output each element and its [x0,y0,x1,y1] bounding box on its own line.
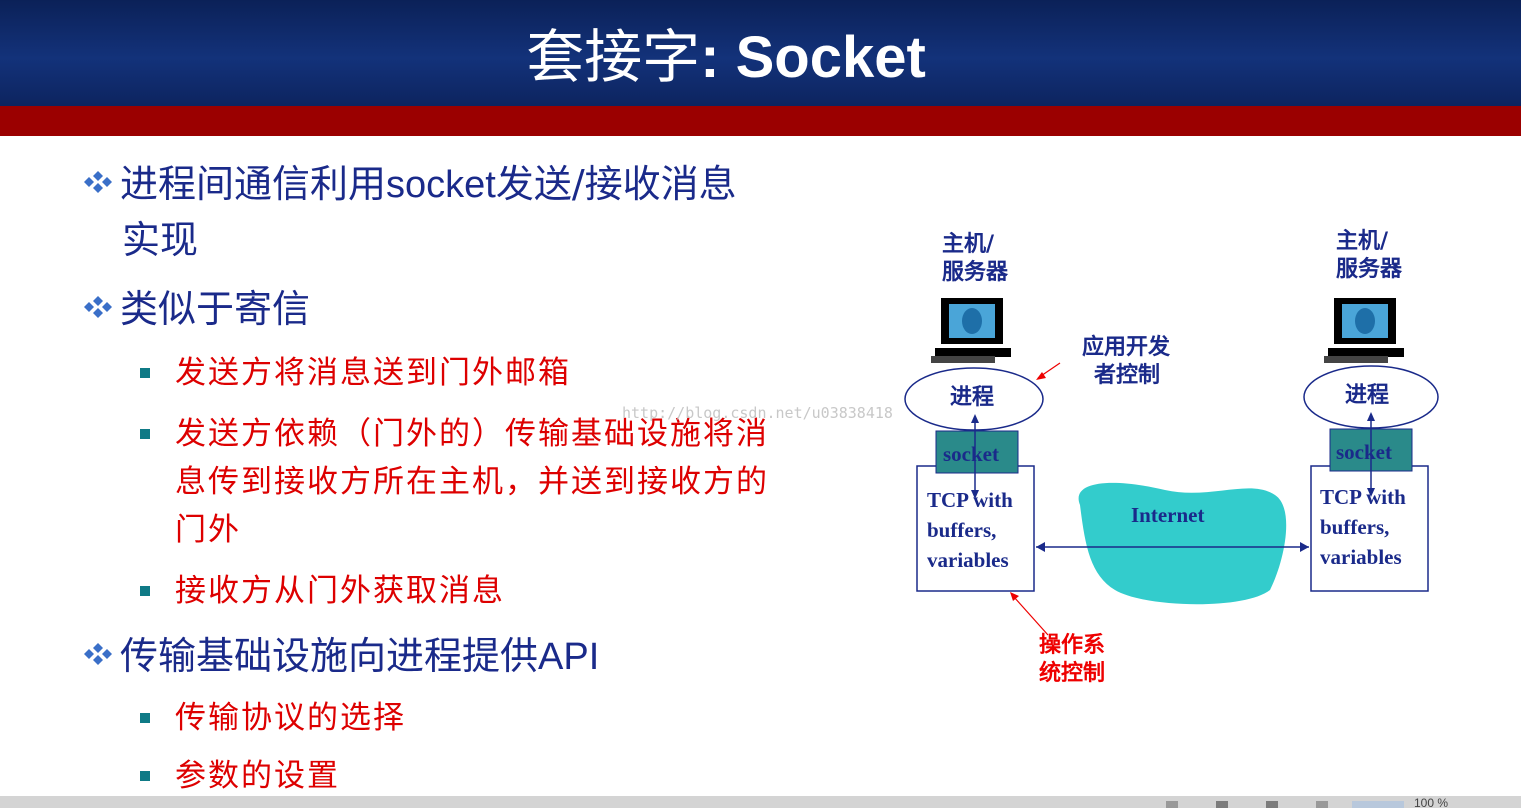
host-right-label-line-2: 服务器 [1336,257,1403,282]
bullet-1: 进程间通信利用socket发送/接收消息 [80,156,737,213]
socket-left-label: socket [943,442,999,466]
bullet-1-text-a: 进程间通信利用 [120,162,387,206]
bullet-1-text-c: 发送/接收消息 [495,162,737,206]
slideshow-icon[interactable] [1352,801,1404,808]
bullet-2-sub-2-line-2: 息传到接收方所在主机，并送到接收方的 [175,464,769,500]
title-bar: 套接字: Socket [0,0,1521,106]
reading-view-icon[interactable] [1316,801,1328,808]
notes-icon[interactable] [1166,801,1178,808]
socket-right-label: socket [1336,440,1392,464]
tcp-right-line-3: variables [1320,545,1402,569]
square-bullet-icon [140,713,150,723]
host-right-label-line-1: 主机/ [1336,229,1389,254]
tcp-right-line-2: buffers, [1320,515,1390,539]
bullet-3-sub-2: 参数的设置 [175,758,340,794]
normal-view-icon[interactable] [1216,801,1228,808]
tcp-left-line-3: variables [927,548,1009,572]
bullet-2-sub-2-line-3: 门外 [175,512,241,548]
bullet-2-sub-2-line-1: 发送方依赖（门外的）传输基础设施将消 [175,416,769,452]
internet-label: Internet [1131,503,1205,527]
computer-icon-left [931,298,1011,363]
diamond-bullet-icon [80,156,120,193]
diagram-graphics [904,298,1439,636]
os-note-line-2: 统控制 [1039,661,1106,686]
bullet-1-line-2: 实现 [122,212,198,268]
title-accent-bar [0,106,1521,136]
zoom-level[interactable]: 100 % [1414,796,1449,810]
bullet-2-sub-3: 接收方从门外获取消息 [175,573,505,609]
computer-icon-right [1324,298,1404,363]
tcp-left-line-1: TCP with [927,488,1013,512]
host-left-label-line-1: 主机/ [942,232,995,257]
watermark: http://blog.csdn.net/u03838418 [622,404,893,422]
host-left-label-line-2: 服务器 [942,260,1009,285]
bullet-3: 传输基础设施向进程提供API [80,628,599,685]
bullet-3-text-a: 传输基础设施向进程提供 [120,634,539,678]
diamond-bullet-icon [80,628,120,665]
square-bullet-icon [140,771,150,781]
internet-cloud [1078,482,1287,605]
bullet-3-text-b: API [538,636,600,678]
bullet-1-text-line2: 实现 [122,218,199,262]
slide-sorter-icon[interactable] [1266,801,1278,808]
os-note-line-1: 操作系 [1039,633,1106,658]
tcp-box-right [1310,465,1429,592]
title-cn: 套接字 [526,23,701,91]
tcp-left-line-2: buffers, [927,518,997,542]
tcp-right-line-1: TCP with [1320,485,1406,509]
bullet-2-text: 类似于寄信 [120,287,311,331]
process-ellipse-left [904,367,1044,431]
app-dev-note-line-2: 者控制 [1094,363,1161,388]
process-left-label: 进程 [950,385,995,410]
bullet-2: 类似于寄信 [80,281,310,337]
status-bar [0,796,1521,808]
square-bullet-icon [140,429,150,439]
bullet-2-sub-1: 发送方将消息送到门外邮箱 [175,355,571,391]
slide-title: 套接字: Socket [0,22,1452,93]
bullet-3-sub-1: 传输协议的选择 [175,700,406,736]
square-bullet-icon [140,368,150,378]
diamond-bullet-icon [80,281,120,318]
process-right-label: 进程 [1345,383,1390,408]
app-dev-note-line-1: 应用开发 [1082,335,1171,360]
socket-box-left [935,430,1019,474]
title-en: : Socket [700,25,926,90]
bullet-1-text-b: socket [386,164,496,206]
square-bullet-icon [140,586,150,596]
